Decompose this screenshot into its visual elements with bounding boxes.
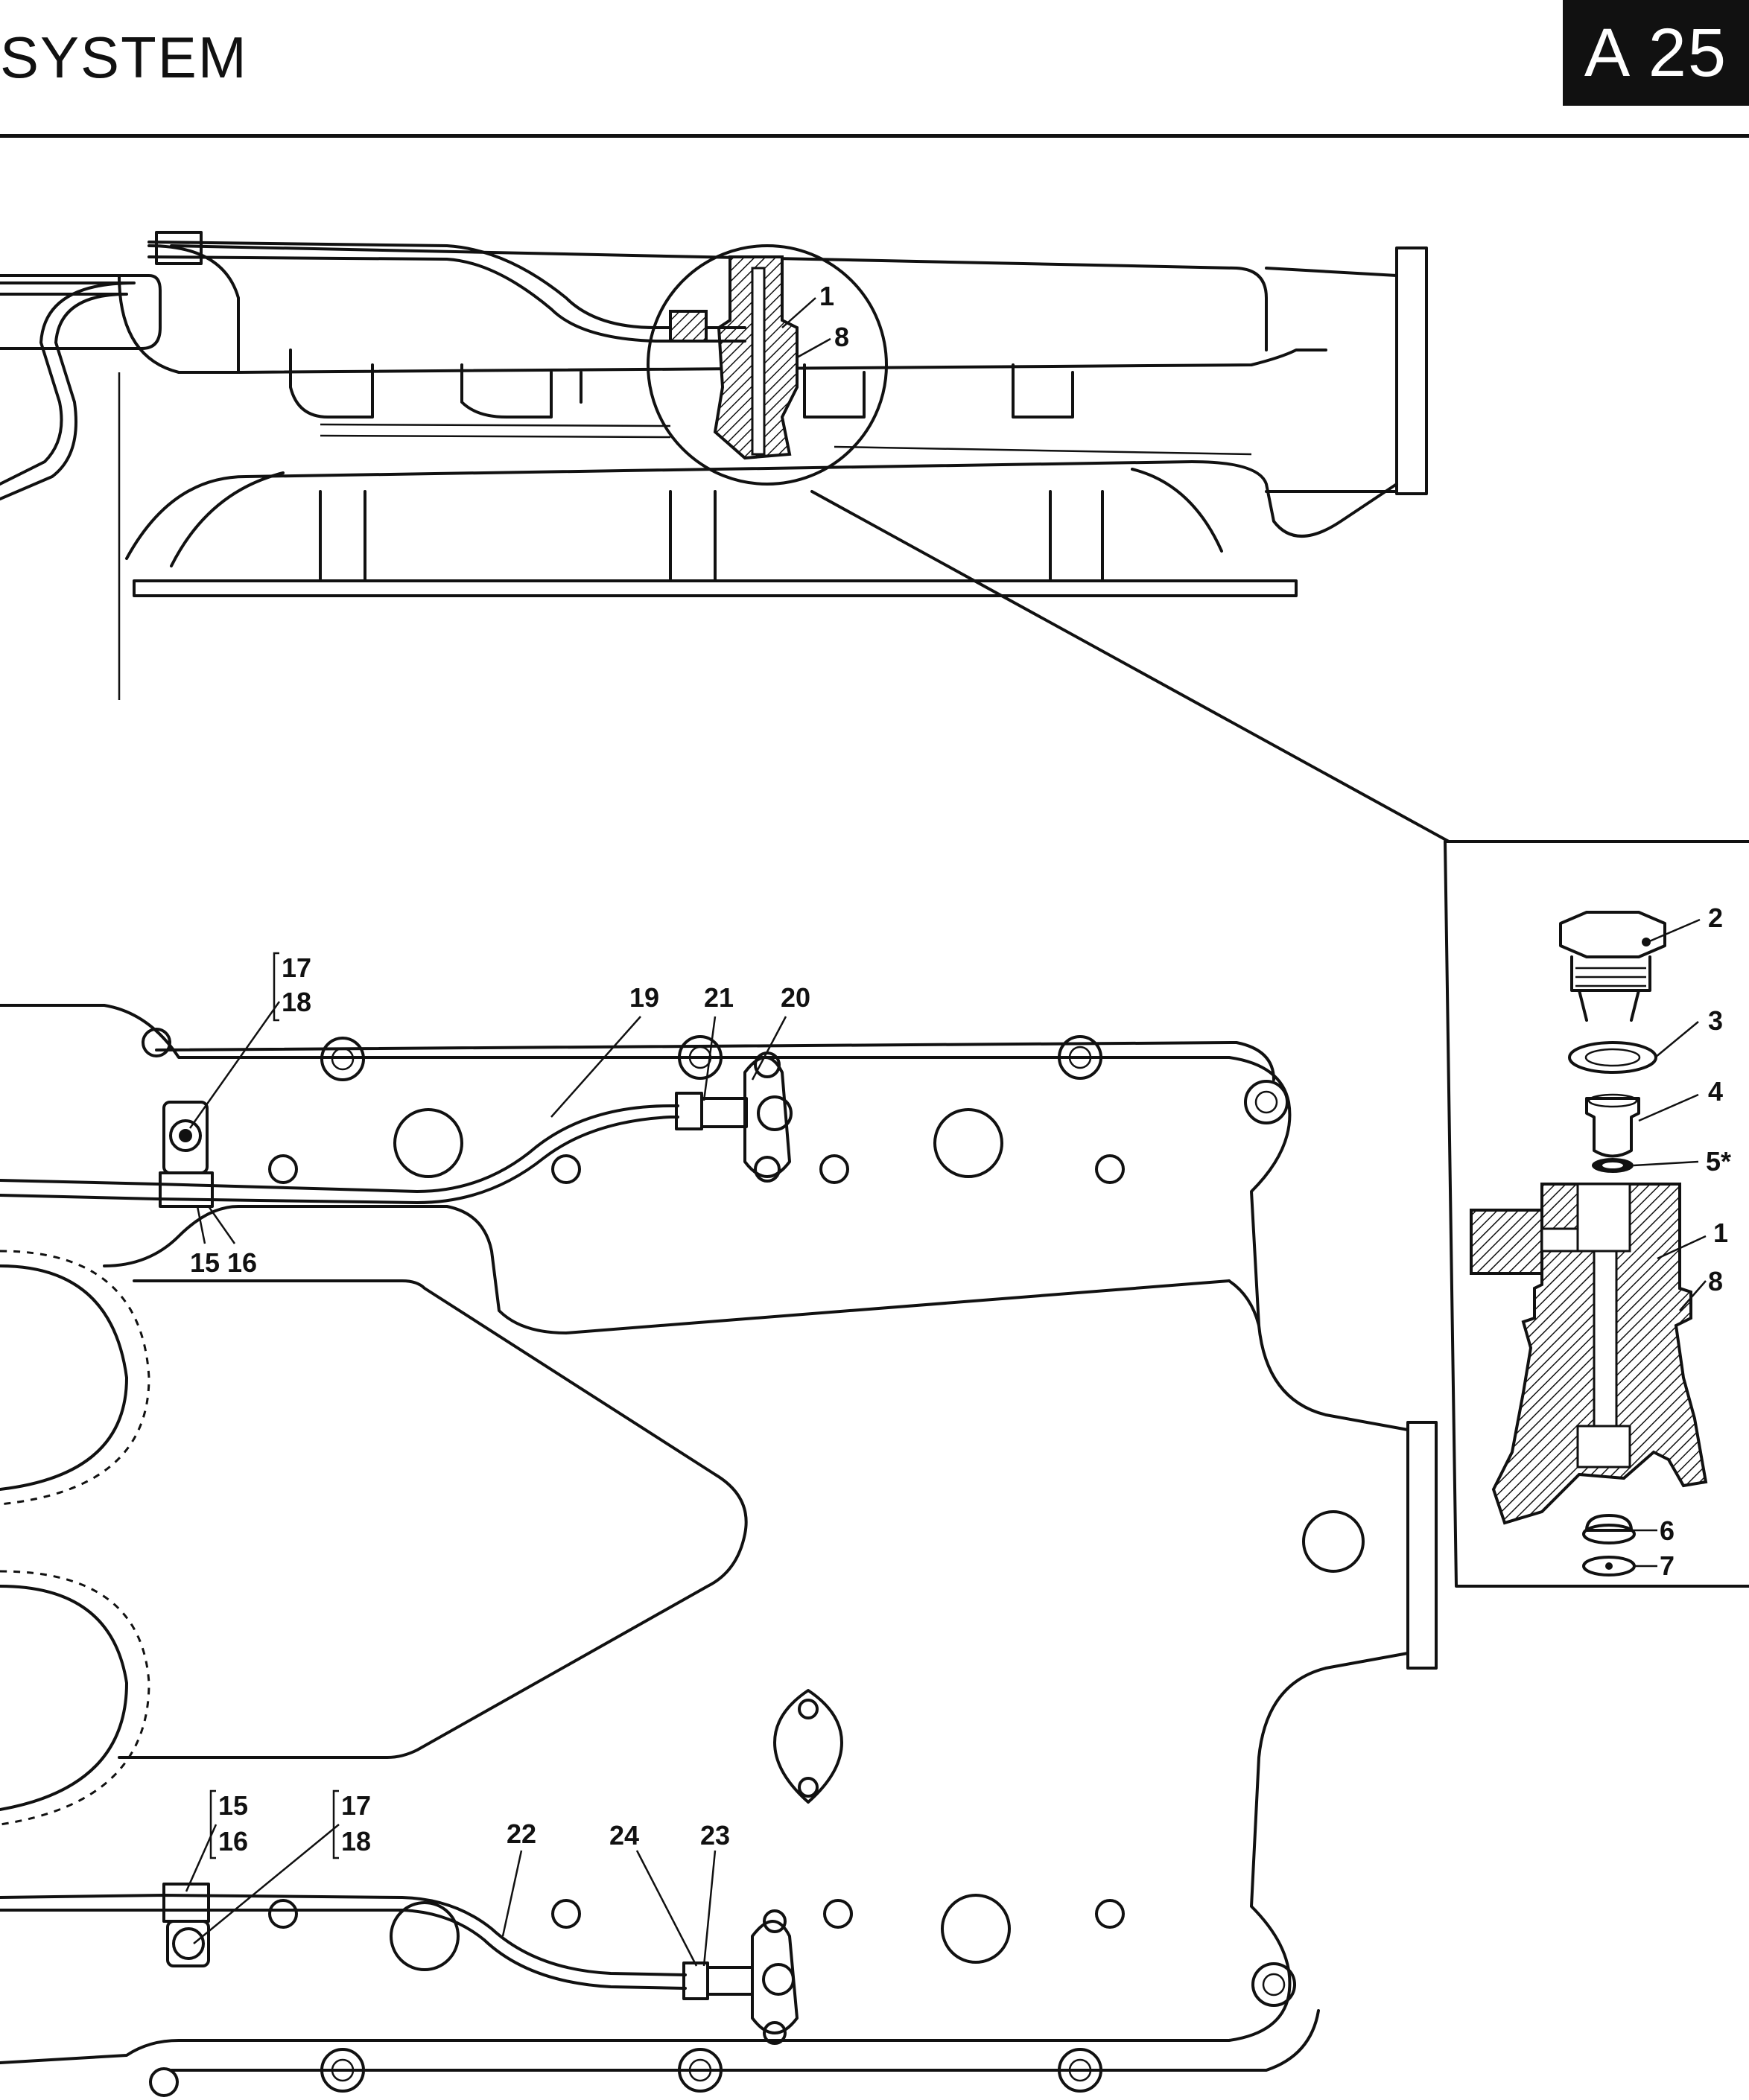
bolt-holes-bottom (149, 1894, 1296, 2097)
callout-4: 4 (1708, 1076, 1723, 1107)
callout-8-magnifier: 8 (834, 322, 849, 352)
detail-box: 2 3 4 5* 1 8 6 7 (1444, 840, 1749, 1588)
callout-24: 24 (609, 1820, 639, 1851)
callout-17-lower: 17 (341, 1790, 371, 1821)
callout-2: 2 (1708, 903, 1723, 933)
washer-part-3 (1568, 1041, 1657, 1074)
callout-1-detail: 1 (1713, 1218, 1728, 1248)
callout-17-upper: 17 (282, 952, 311, 983)
callout-15-upper: 15 (190, 1247, 220, 1278)
callout-1-magnifier: 1 (819, 281, 834, 311)
oil-pipe-lower (0, 1883, 799, 2045)
callout-5: 5* (1706, 1146, 1731, 1177)
callout-3: 3 (1708, 1005, 1723, 1036)
detail-leader-line (810, 490, 1450, 843)
detail-magnifier-circle: 1 8 (647, 244, 888, 486)
sleeve-part-4 (1585, 1097, 1640, 1158)
callout-16-lower: 16 (218, 1826, 248, 1856)
callout-18-upper: 18 (282, 987, 311, 1017)
callout-6: 6 (1660, 1515, 1675, 1546)
mounting-hole (1302, 1510, 1365, 1573)
callout-22: 22 (507, 1819, 536, 1849)
callout-15-lower: 15 (218, 1790, 248, 1821)
page-title: SYSTEM (0, 25, 248, 90)
callout-20: 20 (781, 982, 810, 1013)
union-nut (1470, 1209, 1543, 1275)
page-number-badge: A 25 (1563, 0, 1749, 106)
callout-8-detail: 8 (1708, 1266, 1723, 1296)
diamond-cover-plate (773, 1689, 843, 1804)
callout-23: 23 (700, 1820, 730, 1851)
callout-18-lower: 18 (341, 1826, 371, 1856)
bolt-holes-top (142, 1028, 1289, 1184)
hex-plug-part-2 (1559, 911, 1666, 958)
callout-7: 7 (1660, 1550, 1675, 1581)
header-divider (0, 134, 1749, 138)
callout-21: 21 (704, 982, 734, 1013)
callout-19: 19 (629, 982, 659, 1013)
gasket-part-7 (1582, 1556, 1636, 1576)
cap-part-6 (1585, 1514, 1633, 1532)
manifold-side-view (0, 231, 1428, 700)
sump-plan-view: 17 18 19 21 20 15 16 15 16 17 18 22 24 2… (0, 952, 1438, 2097)
oil-pipe-upper (0, 1051, 793, 1208)
callout-16-upper: 16 (227, 1247, 257, 1278)
